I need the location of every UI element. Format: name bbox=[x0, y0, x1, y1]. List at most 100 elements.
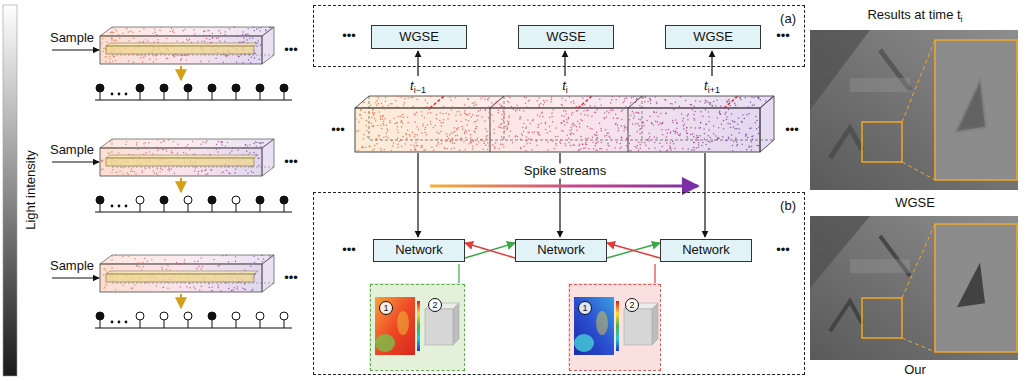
spike-dots bbox=[115, 60, 116, 61]
spike-dots bbox=[476, 115, 478, 117]
spike-dots bbox=[589, 128, 591, 130]
spike-dots bbox=[522, 127, 524, 129]
spike-dots bbox=[543, 104, 545, 106]
spike-dots bbox=[703, 128, 705, 130]
spike-dots bbox=[504, 114, 506, 116]
spike-dots bbox=[717, 139, 719, 141]
spike-dots bbox=[376, 143, 378, 145]
spike-dots bbox=[537, 127, 539, 129]
spike-dots bbox=[152, 33, 153, 34]
spike-dots bbox=[601, 148, 603, 150]
spike-dots bbox=[604, 112, 606, 114]
spike-dots bbox=[501, 105, 503, 107]
spike-dots bbox=[637, 112, 639, 114]
spike-dots bbox=[360, 109, 362, 111]
spike-dots bbox=[709, 104, 711, 106]
spike-train bbox=[212, 320, 213, 328]
spike-train bbox=[160, 84, 168, 92]
spike-dots bbox=[421, 145, 423, 147]
spike-dots bbox=[662, 134, 664, 136]
spike-dots bbox=[365, 125, 367, 127]
spike-dots bbox=[638, 118, 640, 120]
spike-train bbox=[212, 204, 213, 212]
heatmap bbox=[375, 334, 395, 352]
spike-dots bbox=[514, 136, 516, 138]
spike-dots bbox=[185, 55, 186, 56]
spike-dots bbox=[448, 114, 450, 116]
spike-dots bbox=[728, 101, 730, 103]
spike-dots bbox=[493, 129, 495, 131]
spike-dots bbox=[728, 109, 730, 111]
spike-dots bbox=[497, 112, 499, 114]
spike-dots bbox=[757, 96, 759, 98]
spike-dots bbox=[654, 142, 656, 144]
spike-dots bbox=[402, 136, 404, 138]
spike-dots bbox=[236, 61, 237, 62]
spike-dots bbox=[155, 55, 156, 56]
spike-dots bbox=[563, 116, 565, 118]
spike-dots bbox=[501, 123, 503, 125]
spike-dots bbox=[397, 143, 399, 145]
spike-stream bbox=[504, 96, 505, 140]
spike-dots bbox=[242, 62, 243, 63]
spike-dots bbox=[650, 99, 652, 101]
spike-dots bbox=[149, 167, 150, 168]
spike-dots bbox=[684, 124, 686, 126]
spike-dots bbox=[451, 137, 453, 139]
spike-dots bbox=[560, 139, 562, 141]
spike-dots bbox=[142, 55, 143, 56]
spike-dots bbox=[139, 31, 140, 32]
spike-dots bbox=[154, 28, 155, 29]
input-arrow bbox=[417, 51, 418, 76]
spike-dots bbox=[407, 122, 409, 124]
spike-dots bbox=[673, 130, 675, 132]
spike-dots bbox=[585, 138, 587, 140]
spike-dots bbox=[416, 145, 418, 147]
spike-dots bbox=[501, 105, 503, 107]
spike-dots bbox=[694, 119, 696, 121]
spike-dots bbox=[392, 145, 394, 147]
spike-dots bbox=[578, 145, 580, 147]
spike-dots bbox=[189, 287, 190, 288]
spike-dots bbox=[439, 112, 441, 114]
spike-dots bbox=[270, 27, 271, 28]
spike-dots bbox=[547, 149, 549, 151]
spike-dots bbox=[247, 145, 248, 146]
spike-dots bbox=[532, 132, 534, 134]
spike-dots bbox=[396, 106, 398, 108]
spike-dots bbox=[686, 136, 688, 138]
spike-dots bbox=[679, 135, 681, 137]
spike-dots bbox=[746, 149, 748, 151]
spike-dots bbox=[677, 123, 679, 125]
spike-dots bbox=[162, 149, 163, 150]
spike-dots bbox=[252, 289, 253, 290]
spike-dots bbox=[478, 141, 480, 143]
spike-dots bbox=[629, 150, 631, 152]
spike-dots bbox=[249, 38, 250, 39]
spike-dots bbox=[708, 141, 710, 143]
spike-dots bbox=[469, 113, 471, 115]
spike-dots bbox=[427, 112, 429, 114]
spike-dots bbox=[424, 132, 426, 134]
spike-dots bbox=[203, 31, 204, 32]
spike-dots bbox=[651, 122, 653, 124]
spike-train bbox=[96, 312, 104, 320]
spike-dots bbox=[221, 172, 222, 173]
spike-dots bbox=[498, 109, 500, 111]
spike-dots bbox=[700, 122, 702, 124]
spike-dots bbox=[731, 134, 733, 136]
spike-dots bbox=[176, 40, 177, 41]
spike-dots bbox=[161, 266, 162, 267]
spike-dots bbox=[693, 118, 695, 120]
spike-train bbox=[260, 320, 261, 328]
spike-dots bbox=[640, 147, 642, 149]
box-label: Network bbox=[395, 243, 443, 258]
spike-dots bbox=[198, 266, 199, 267]
spike-dots bbox=[758, 97, 760, 99]
spike-dots bbox=[595, 135, 597, 137]
spike-dots bbox=[543, 100, 545, 102]
spike-dots bbox=[405, 133, 407, 135]
spike-dots bbox=[489, 133, 491, 135]
spike-dots bbox=[440, 131, 442, 133]
spike-dots bbox=[426, 134, 428, 136]
